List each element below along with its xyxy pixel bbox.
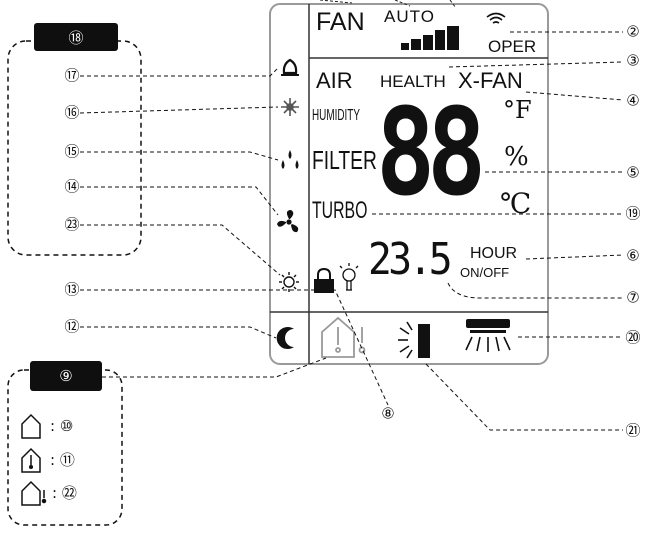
hour-label: HOUR (470, 245, 518, 262)
fan-icon (277, 210, 299, 233)
moon-icon: z (276, 327, 294, 349)
small-digits: 23.5 (368, 234, 453, 285)
house-22-icon (21, 480, 41, 506)
leader-top-right (449, 0, 457, 9)
callout-15: ⑮ (64, 142, 80, 161)
callout-19: ⑲ (625, 204, 641, 223)
legend-row-10: : ⑩ (50, 417, 74, 435)
callout-6: ⑥ (626, 246, 640, 265)
oper-signal-icon (486, 12, 506, 24)
callout-4: ④ (626, 91, 640, 110)
svg-text:z: z (286, 331, 290, 339)
oper-label: OPER (488, 37, 537, 56)
callout-21: ㉑ (625, 421, 641, 440)
auto-label: AUTO (384, 7, 435, 26)
ac-unit-icon (465, 319, 511, 352)
xfan-label: X-FAN (458, 68, 523, 93)
percent-label: % (504, 142, 529, 172)
bell-icon (282, 58, 298, 75)
signal-bars (401, 26, 459, 50)
humidity-label: HUMIDITY (312, 107, 360, 124)
callout-7: ⑦ (626, 288, 640, 307)
drops-icon (281, 150, 299, 169)
lightbulb-icon (339, 263, 359, 291)
big-temperature-digits: 88 (376, 84, 486, 223)
callout-14: ⑭ (64, 177, 80, 196)
fan-label: FAN (316, 8, 365, 36)
legend-house-icons (21, 413, 47, 506)
callout-5: ⑤ (626, 163, 640, 182)
sunlight-icon (398, 321, 430, 359)
fahrenheit-label: °F (503, 96, 532, 124)
filter-label: FILTER (312, 145, 377, 175)
lcd-panel-outline (269, 3, 549, 365)
callout-17: ⑰ (64, 66, 80, 85)
turbo-label: TURBO (312, 197, 368, 224)
callout-12: ⑫ (64, 317, 80, 336)
onoff-label: ON/OFF (460, 265, 510, 280)
callout-2: ② (626, 22, 640, 41)
legend-badge-18: ⑱ (34, 23, 118, 51)
lock-icon (314, 267, 334, 293)
snowflake-icon (281, 98, 299, 116)
legend-badge-9: ⑨ (30, 361, 102, 391)
right-leaders (372, 31, 624, 431)
callout-3: ③ (626, 51, 640, 70)
leader-top-left (319, 0, 353, 4)
callout-20: ⑳ (625, 328, 641, 347)
house-icon (321, 316, 366, 358)
air-label: AIR (316, 68, 353, 93)
health-label: HEALTH (380, 72, 446, 91)
left-leaders (79, 67, 389, 406)
callout-13: ⑬ (64, 280, 80, 299)
legend-row-11: : ⑪ (50, 451, 75, 469)
legend-row-22: : ㉒ (52, 484, 77, 502)
callout-16: ⑯ (64, 103, 80, 122)
house-11-icon (21, 447, 41, 473)
house-10-icon (21, 413, 41, 439)
sun-icon (279, 272, 299, 292)
celsius-label: ℃ (500, 187, 532, 220)
callout-8: ⑧ (381, 404, 395, 423)
callout-23: ㉓ (64, 215, 80, 234)
leader-top-mid (394, 0, 411, 7)
